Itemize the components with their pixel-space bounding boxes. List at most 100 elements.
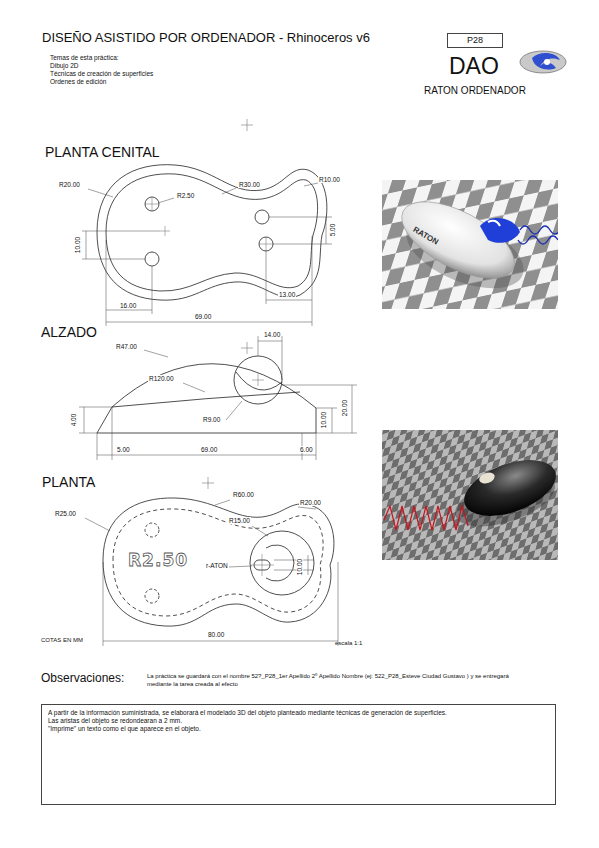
crosshair: [202, 477, 214, 489]
dimension-value: 69.00: [200, 446, 218, 453]
radius-dimension: R9.00: [202, 416, 221, 423]
top-view: [82, 165, 332, 326]
exercise-code-box: P28: [447, 33, 503, 48]
cable: [520, 226, 558, 234]
hole: [145, 252, 159, 266]
dimension-value: 20.00: [341, 399, 348, 417]
dimension-line: [269, 217, 332, 244]
logo-dot: [544, 59, 550, 65]
view-title: ALZADO: [41, 324, 97, 340]
dimension-value: 69.00: [194, 313, 212, 320]
leader-line: [85, 500, 316, 567]
dimension-value: 4.00: [70, 413, 77, 428]
radius-dimension: R20.00: [299, 499, 322, 506]
radius-dimension: R30.00: [238, 181, 261, 188]
topic-item: Ordenes de edición: [50, 78, 106, 85]
view-title: PLANTA: [42, 474, 95, 490]
dimension-line: [79, 407, 112, 433]
radius-dimension: R25.00: [54, 510, 77, 517]
radius-dimension: R120.00: [148, 375, 175, 382]
dimension-line: [82, 231, 160, 259]
crosshairs: [202, 119, 253, 725]
render-image: [382, 180, 558, 309]
dimension-lines: [85, 500, 338, 646]
mouse-button: [478, 471, 496, 486]
logo: [520, 51, 566, 73]
dimension-value: 13.00: [278, 291, 296, 298]
radius-dimension: R2.50: [176, 192, 195, 199]
extension-line: [97, 407, 316, 460]
outer-outline: [103, 498, 334, 626]
floor: [382, 180, 558, 309]
delivery-note: La práctica se guardará con el nombre 52…: [147, 673, 509, 689]
section-heading: Observaciones:: [41, 672, 124, 686]
notes-box: A partir de la información suministrada,…: [41, 704, 556, 805]
center-mark: [250, 554, 274, 576]
dimension-value: 5.00: [116, 446, 131, 453]
crosshair: [241, 119, 253, 131]
cable: [518, 236, 558, 244]
dimension-value: 10.00: [320, 411, 327, 429]
logo-body: [520, 51, 566, 73]
dimension-line: [282, 385, 357, 433]
radius-dimension: r-ATON: [205, 562, 229, 569]
dimension-line: [97, 455, 316, 456]
side-view: [79, 336, 357, 460]
dimension-line: [258, 336, 282, 380]
note-line: A partir de la información suministrada,…: [48, 709, 549, 717]
dimension-value: 6.00: [299, 446, 314, 453]
sheet-subtitle: RATON ORDENADOR: [424, 85, 526, 97]
box-label: P28: [450, 35, 500, 46]
profile-outline: [97, 364, 316, 433]
radius-dimension: R47.00: [115, 343, 138, 350]
note-line: Las aristas del objeto se redondearan a …: [48, 717, 549, 725]
radius-dimension: R15.00: [228, 517, 251, 524]
hole: [145, 523, 159, 537]
radius-dimension: R60.00: [232, 491, 255, 498]
center-marks: [145, 197, 273, 251]
inner-outline: [106, 174, 318, 291]
radius-dimension: R20.00: [58, 181, 81, 188]
dimension-value: 14.00: [263, 331, 281, 338]
note-line: "Imprime" un texto como el que aparece e…: [48, 725, 549, 733]
topic-heading: Temas de esta práctica:: [50, 54, 119, 61]
render-image: [382, 430, 558, 560]
embossed-text: R2.50: [128, 551, 188, 571]
plan-view: [85, 498, 338, 646]
leader-line: [88, 183, 318, 203]
subject-code: DAO: [449, 53, 499, 79]
dimension-value: 16.00: [119, 302, 137, 309]
wheel-arc: [236, 372, 282, 390]
dimension-value: 10.00: [296, 558, 303, 576]
hole: [145, 589, 159, 603]
wheel: [234, 356, 282, 404]
mouse-button: [480, 218, 520, 243]
page-title: DISEÑO ASISTIDO POR ORDENADOR - Rhinocer…: [42, 31, 370, 46]
dimension-value: 5.00: [329, 223, 336, 238]
logo-swirl: [532, 53, 560, 70]
radius-dimension: R10.00: [318, 176, 341, 183]
dimension-value: 80.00: [207, 631, 225, 638]
dimension-lines: [82, 183, 332, 326]
dimension-lines: [79, 336, 357, 460]
crosshair: [241, 342, 253, 354]
units-note: COTAS EN MM: [41, 637, 83, 644]
mouse-body: [390, 186, 526, 294]
button-circle: [250, 531, 314, 595]
mouse-body: [457, 449, 558, 527]
dimension-line: [274, 555, 314, 575]
topic-item: Técnicas de creación de superficies: [50, 70, 153, 77]
dimension-line: [106, 300, 312, 322]
cable: [384, 506, 468, 530]
center-mark: [252, 374, 264, 386]
inner-dashed-outline: [113, 509, 323, 616]
extension-line: [106, 236, 312, 326]
scale-note: escala 1:1: [335, 640, 362, 647]
topic-item: Dibujo 2D: [50, 62, 79, 69]
view-title: PLANTA CENITAL: [45, 144, 160, 160]
wheel: [488, 221, 500, 226]
outer-outline: [97, 165, 327, 300]
hole: [255, 210, 269, 224]
wheel-arc: [266, 545, 294, 581]
leader-line: [144, 350, 242, 420]
